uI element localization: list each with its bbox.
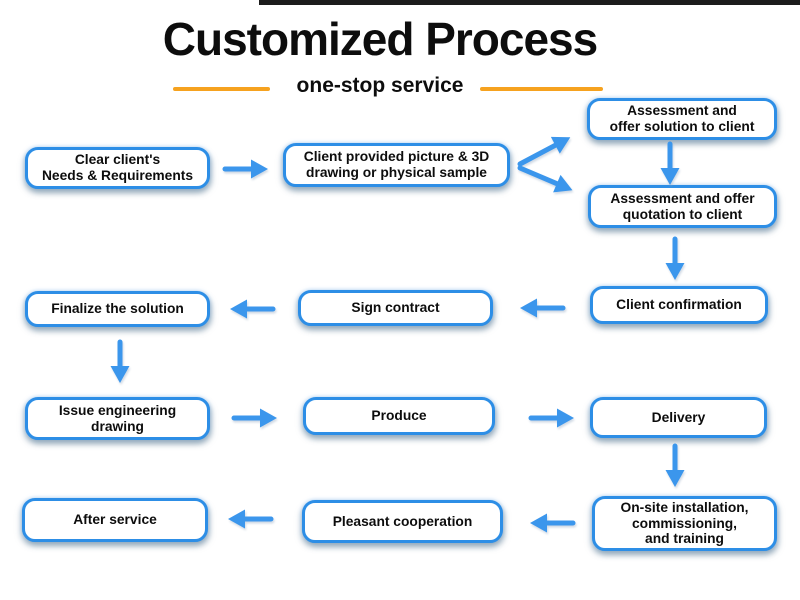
subtitle-rule-right bbox=[480, 87, 603, 91]
arrow-right-icon bbox=[222, 159, 268, 179]
arrow-down-icon bbox=[665, 236, 685, 280]
arrow-left-icon bbox=[230, 299, 276, 319]
arrow-down-icon bbox=[665, 443, 685, 487]
page-subtitle: one-stop service bbox=[296, 74, 464, 97]
flow-node-issue-engineering-drawing: Issue engineering drawing bbox=[25, 397, 210, 440]
arrow-diagonal-up-icon bbox=[517, 136, 571, 167]
page-title: Customized Process bbox=[162, 13, 598, 65]
flow-node-finalize-solution: Finalize the solution bbox=[25, 291, 210, 327]
arrow-down-icon bbox=[110, 339, 130, 383]
flow-node-onsite-installation: On-site installation, commissioning, and… bbox=[592, 496, 777, 551]
arrow-left-icon bbox=[228, 509, 274, 529]
flow-node-pleasant-cooperation: Pleasant cooperation bbox=[302, 500, 503, 543]
subtitle-rule-left bbox=[173, 87, 270, 91]
arrow-right-icon bbox=[528, 408, 574, 428]
flow-node-client-confirmation: Client confirmation bbox=[590, 286, 768, 324]
arrow-diagonal-down-icon bbox=[517, 165, 573, 193]
top-crop-bar bbox=[259, 0, 800, 5]
arrow-left-icon bbox=[520, 298, 566, 318]
flow-node-after-service: After service bbox=[22, 498, 208, 542]
flow-node-produce: Produce bbox=[303, 397, 495, 435]
flow-node-assessment-solution: Assessment and offer solution to client bbox=[587, 98, 777, 140]
arrow-left-icon bbox=[530, 513, 576, 533]
flow-node-clear-needs: Clear client's Needs & Requirements bbox=[25, 147, 210, 189]
flow-node-delivery: Delivery bbox=[590, 397, 767, 438]
arrow-right-icon bbox=[231, 408, 277, 428]
flow-node-client-picture: Client provided picture & 3D drawing or … bbox=[283, 143, 510, 187]
flow-node-assessment-quotation: Assessment and offer quotation to client bbox=[588, 185, 777, 228]
flow-node-sign-contract: Sign contract bbox=[298, 290, 493, 326]
arrow-down-icon bbox=[660, 141, 680, 185]
